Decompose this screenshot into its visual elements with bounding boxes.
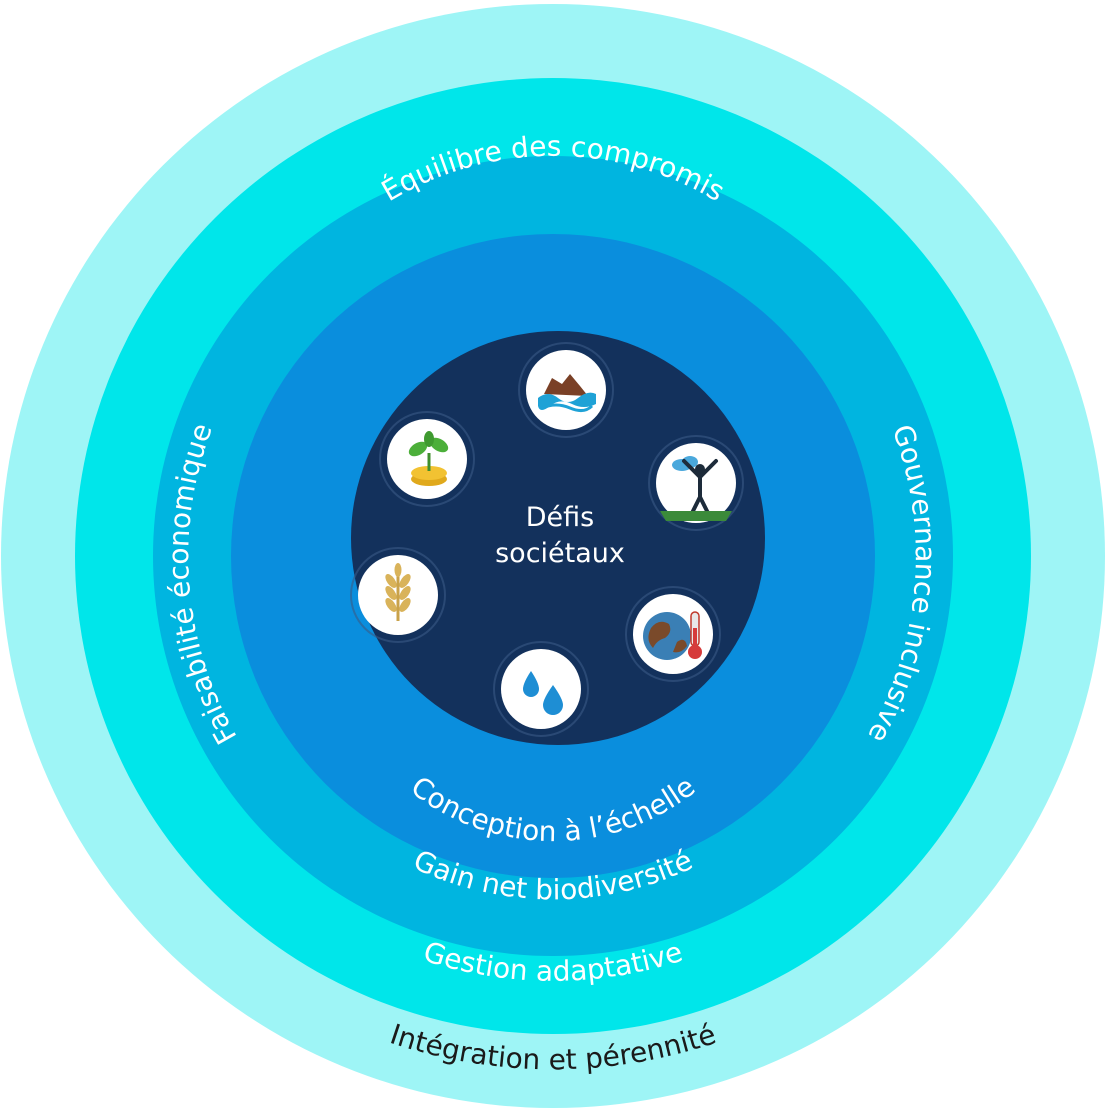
center-title-line2: sociétaux [495, 538, 625, 569]
earth-thermometer-icon [625, 586, 721, 682]
climate-person-icon [648, 435, 744, 531]
plant-coins-icon [379, 411, 475, 507]
erosion-icon [518, 342, 614, 438]
center-title-line1: Défis [526, 502, 594, 533]
water-drops-icon [493, 641, 589, 737]
wheat-icon [350, 547, 446, 643]
